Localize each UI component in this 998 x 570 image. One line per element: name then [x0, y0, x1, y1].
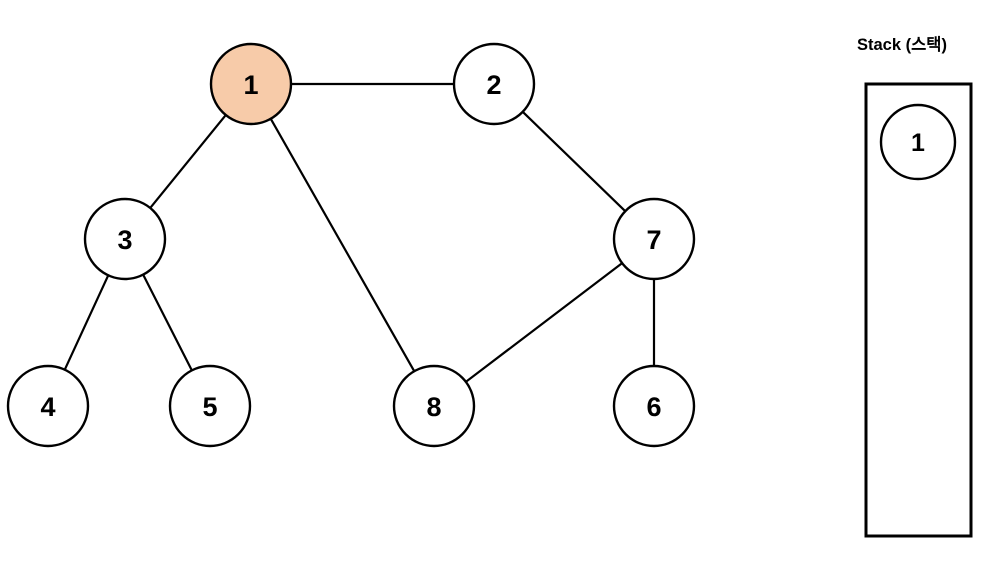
graph-node-label-1: 1: [243, 70, 258, 100]
graph-node-3[interactable]: 3: [83, 197, 167, 281]
graph-edge-3-5: [142, 273, 193, 372]
graph-node-6[interactable]: 6: [612, 364, 696, 448]
graph-node-circle-7[interactable]: [612, 197, 696, 281]
stack-panel-title: Stack (스택): [857, 36, 947, 54]
graph-node-2[interactable]: 2: [452, 42, 536, 126]
graph-edge-3-4: [63, 274, 110, 371]
graph-node-1[interactable]: 1: [209, 42, 293, 126]
graph-node-circle-1[interactable]: [209, 42, 293, 126]
stack-item-label-1: 1: [911, 129, 925, 157]
graph-node-circle-6[interactable]: [612, 364, 696, 448]
graph-edge-2-7: [521, 110, 627, 213]
graph-edge-1-8: [269, 117, 416, 373]
graph-node-label-8: 8: [426, 392, 441, 422]
stack-layer: 1: [864, 82, 973, 538]
stack-item-1[interactable]: 1: [879, 103, 957, 181]
graph-edge-7-8: [464, 262, 624, 383]
graph-node-circle-8[interactable]: [392, 364, 476, 448]
graph-node-circle-3[interactable]: [83, 197, 167, 281]
graph-node-7[interactable]: 7: [612, 197, 696, 281]
graph-edge-1-3: [149, 113, 227, 210]
graph-node-circle-2[interactable]: [452, 42, 536, 126]
graph-node-4[interactable]: 4: [6, 364, 90, 448]
graph-node-5[interactable]: 5: [168, 364, 252, 448]
graph-node-label-7: 7: [646, 225, 661, 255]
graph-node-8[interactable]: 8: [392, 364, 476, 448]
graph-node-label-5: 5: [202, 392, 217, 422]
graph-node-circle-4[interactable]: [6, 364, 90, 448]
graph-node-label-4: 4: [40, 392, 55, 422]
stack-item-circle-1[interactable]: [879, 103, 957, 181]
graph-node-label-6: 6: [646, 392, 661, 422]
graph-node-label-2: 2: [486, 70, 501, 100]
edges-layer: [63, 82, 656, 383]
nodes-layer: 1 2 3 7 4 5 8 6: [6, 42, 696, 448]
graph-node-label-3: 3: [117, 225, 132, 255]
graph-node-circle-5[interactable]: [168, 364, 252, 448]
